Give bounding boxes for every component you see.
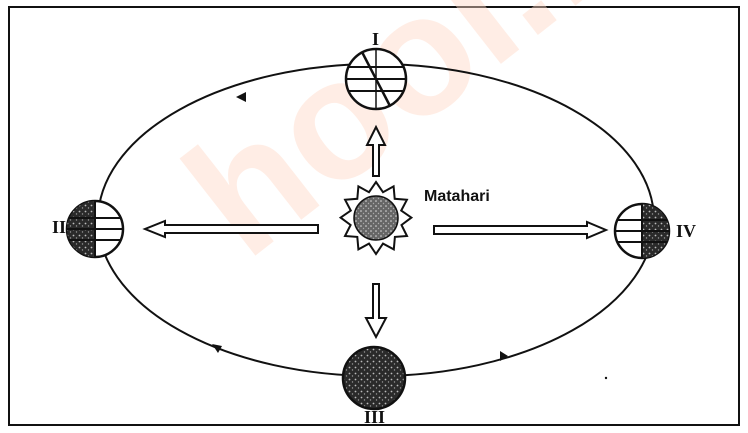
arrow-to-position-iv bbox=[434, 222, 606, 238]
sun-core bbox=[354, 196, 398, 240]
arrow-to-position-i bbox=[367, 127, 385, 176]
earth-position-iv bbox=[615, 204, 669, 258]
position-iv-label: IV bbox=[676, 221, 696, 242]
sun-label: Matahari bbox=[424, 188, 490, 206]
position-iii-label: III bbox=[364, 407, 385, 428]
arrow-to-position-ii bbox=[145, 221, 318, 237]
earth-position-iii bbox=[343, 347, 405, 409]
arrow-to-position-iii bbox=[366, 284, 386, 337]
earth-position-i bbox=[346, 49, 406, 109]
earth-position-ii bbox=[67, 201, 123, 257]
position-i-label: I bbox=[372, 29, 379, 50]
stray-dot bbox=[605, 377, 607, 379]
position-ii-label: II bbox=[52, 217, 66, 238]
